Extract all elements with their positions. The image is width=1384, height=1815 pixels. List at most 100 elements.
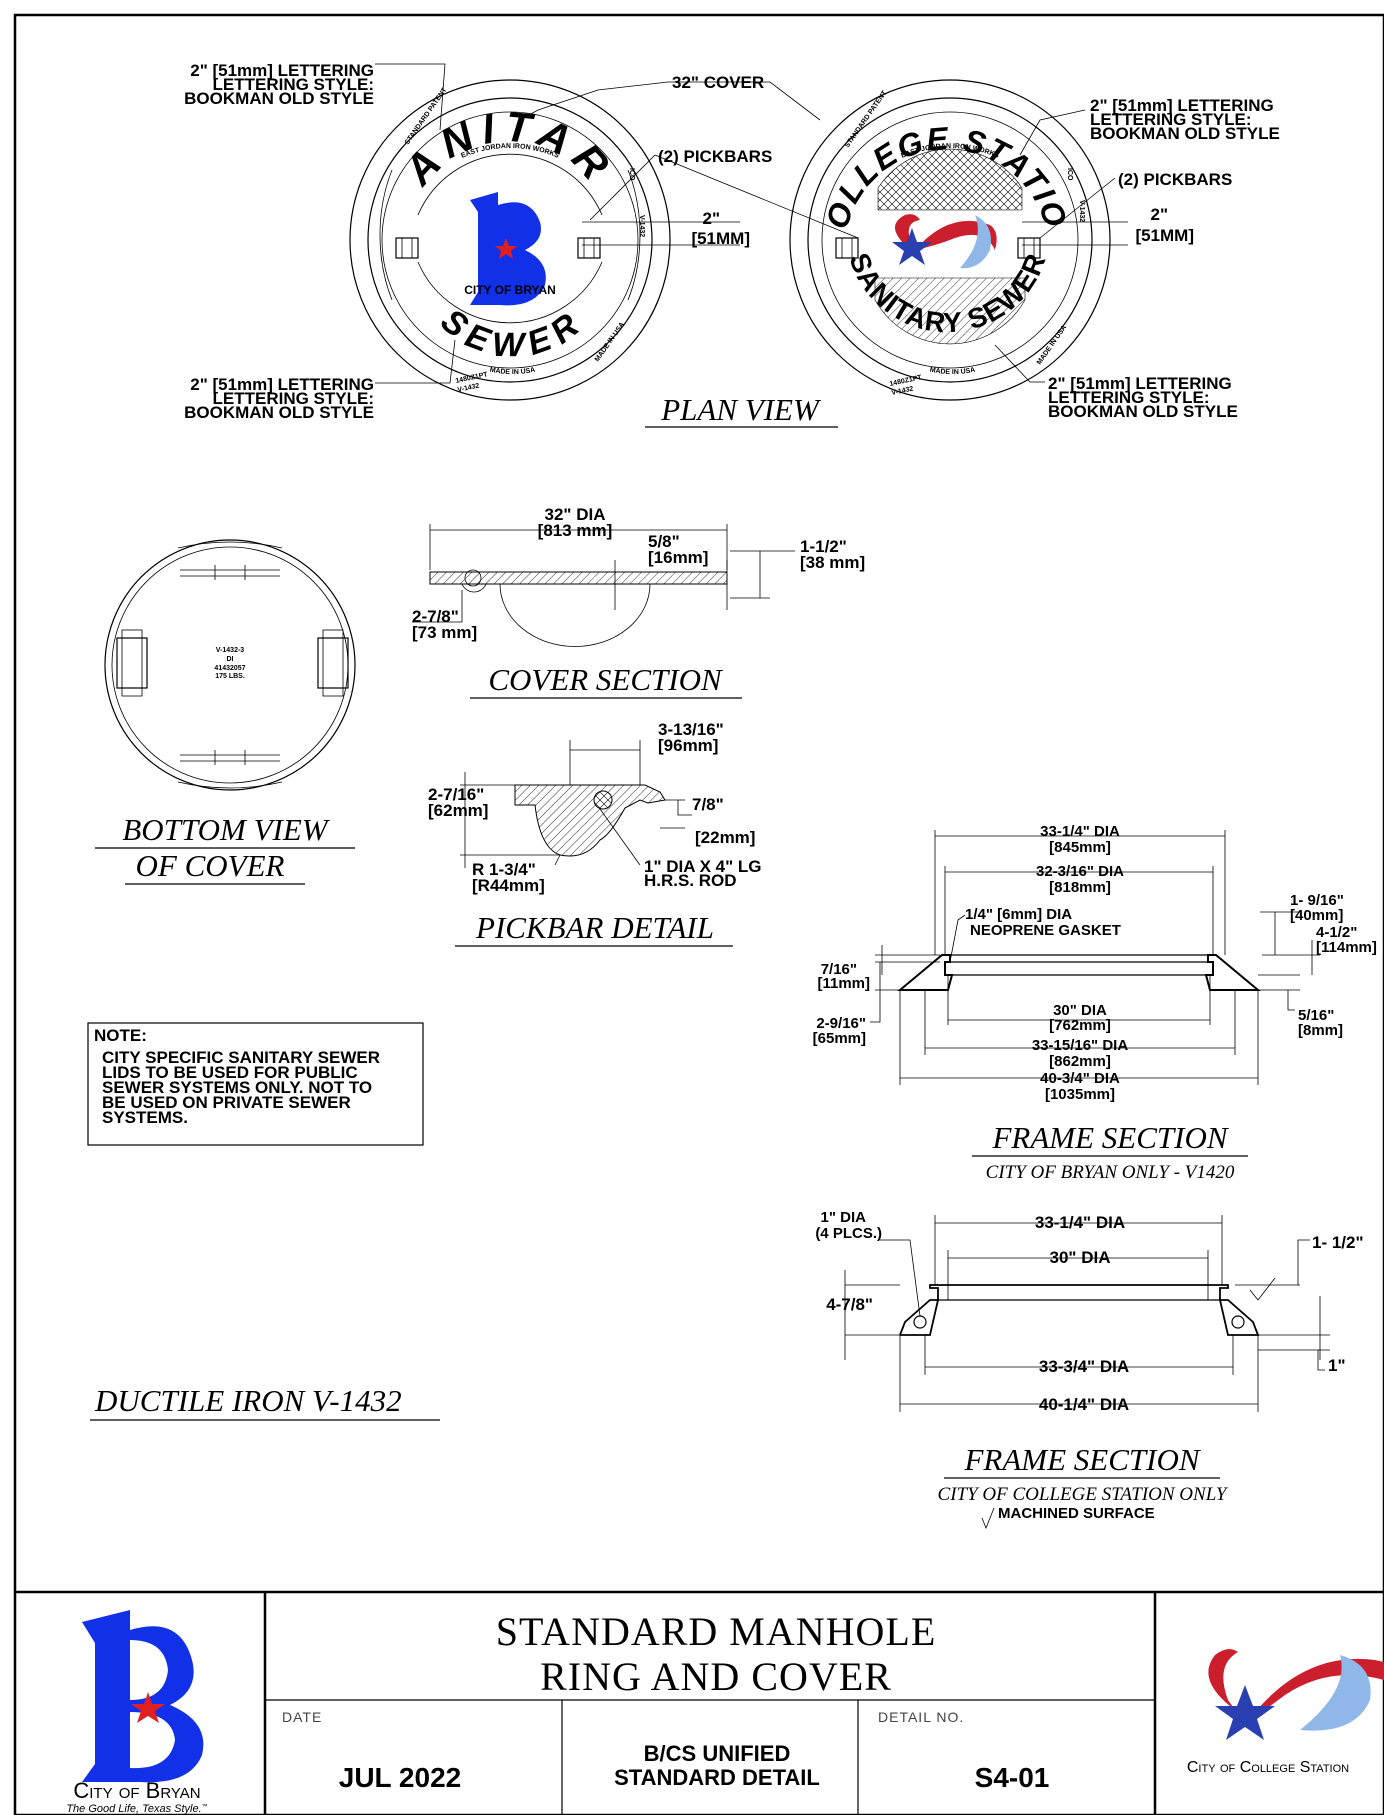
cover-thick-2: [16mm] (648, 548, 708, 567)
frame-section-bryan: 33-1/4" DIA [845mm] 32-3/16" DIA [818mm]… (813, 823, 1377, 1183)
frame-cs-d3: 33-3/4" DIA (1039, 1357, 1129, 1376)
cover-height-2: [38 mm] (800, 553, 865, 572)
cover-pick-1: 2-7/8" (412, 607, 459, 626)
pickbars-right: (2) PICKBARS (1118, 170, 1232, 189)
frame-b-lip-2: [11mm] (817, 975, 870, 992)
pickbar-rod-2: H.R.S. ROD (644, 871, 737, 890)
title-line-1: STANDARD MANHOLE (496, 1609, 937, 1654)
frame-b-d3-2: [762mm] (1049, 1017, 1111, 1034)
frame-b-d1-2: [845mm] (1049, 839, 1111, 856)
right-lettering-top-1: 2" [51mm] LETTERING (1090, 96, 1274, 115)
bryan-stamp-right: MADE IN USA (594, 321, 626, 363)
frame-b-h2-1: 4-1/2" (1316, 924, 1357, 941)
bryan-ico: ICO (628, 168, 635, 181)
note-line-5: SYSTEMS. (102, 1108, 188, 1127)
frame-b-d5-2: [1035mm] (1045, 1086, 1115, 1103)
cover-dia-1: 32" DIA (545, 505, 606, 524)
detail-caption: DETAIL NO. (878, 1709, 964, 1725)
frame-b-h3-2: [65mm] (813, 1030, 866, 1047)
frame-b-gasket-2: NEOPRENE GASKET (970, 922, 1121, 939)
cs-ico: ICO (1066, 168, 1073, 181)
frame-b-h1-1: 1- 9/16" (1290, 892, 1344, 909)
pickbar-radius-1: R 1-3/4" (472, 860, 536, 879)
bryan-title-name: City of Bryan (73, 1778, 200, 1803)
cover-section: 32" DIA [813 mm] 5/8" [16mm] 1-1/2" [38 … (412, 505, 865, 699)
pickbar-radius-2: [R44mm] (472, 876, 545, 895)
bottom-view-title-1: BOTTOM VIEW (122, 812, 330, 847)
pickbar-width-2: [96mm] (658, 736, 718, 755)
bryan-logo-icon (470, 192, 546, 306)
bryan-made-in: MADE IN USA (489, 367, 536, 376)
right-lettering-top-2: LETTERING STYLE: (1090, 110, 1252, 129)
bryan-arc-bottom: SEWER (434, 301, 592, 364)
right-lettering-bottom-2: LETTERING STYLE: (1048, 388, 1210, 407)
pickbar-title: PICKBAR DETAIL (475, 910, 714, 945)
cover-pick-2: [73 mm] (412, 623, 477, 642)
bryan-part: V-1432 (638, 215, 645, 237)
frame-b-h3-1: 2-9/16" (816, 1015, 866, 1032)
cs-made-in: MADE IN USA (929, 367, 976, 376)
frame-b-d2-2: [818mm] (1049, 879, 1111, 896)
bryan-cover: SANITARY SEWER EAST JORDAN IRON WORKS MA… (0, 0, 671, 401)
dim-right-2: [51MM] (1135, 226, 1194, 245)
frame-cs-h2: 4-7/8" (826, 1295, 873, 1314)
left-lettering-bottom-2: LETTERING STYLE: (213, 389, 375, 408)
cs-title-name: City of College Station (1187, 1759, 1349, 1776)
pickbar-lip-2: [22mm] (695, 828, 755, 847)
frame-b-title: FRAME SECTION (991, 1120, 1229, 1155)
dim-left-1: 2" (702, 209, 720, 228)
frame-b-d1-1: 33-1/4" DIA (1040, 823, 1120, 840)
frame-b-gasket-1: 1/4" [6mm] DIA (965, 906, 1072, 923)
frame-cs-subtitle: CITY OF COLLEGE STATION ONLY (938, 1484, 1229, 1505)
bottom-view: V-1432-3 DI 41432057 175 LBS. BOTTOM VIE… (95, 539, 356, 885)
title-block: City of Bryan The Good Life, Texas Style… (15, 1590, 1384, 1815)
note-line-4: BE USED ON PRIVATE SEWER (102, 1093, 351, 1112)
right-lettering-top-3: BOOKMAN OLD STYLE (1090, 124, 1280, 143)
stamp-line-3: 41432057 (214, 665, 245, 672)
plan-view: SANITARY SEWER EAST JORDAN IRON WORKS MA… (0, 0, 1280, 428)
left-lettering-top-1: 2" [51mm] LETTERING (190, 61, 374, 80)
left-lettering-bottom-1: 2" [51mm] LETTERING (190, 375, 374, 394)
detail-number: S4-01 (975, 1762, 1050, 1793)
frame-b-d5-1: 40-3/4" DIA (1040, 1070, 1120, 1087)
frame-b-lip-1: 7/16" (821, 961, 857, 978)
frame-cs-d1: 33-1/4" DIA (1035, 1213, 1125, 1232)
cs-title-logo-icon (1208, 1649, 1384, 1740)
pickbar-depth-2: [62mm] (428, 801, 488, 820)
bryan-title-logo-icon (82, 1610, 204, 1783)
stamp-line-4: 175 LBS. (215, 673, 245, 680)
date-caption: DATE (282, 1709, 322, 1725)
bryan-city-name: CITY OF BRYAN (464, 283, 556, 297)
pickbar-rod-1: 1" DIA X 4" LG (644, 857, 762, 876)
frame-cs-d2: 30" DIA (1050, 1248, 1111, 1267)
dim-right-1: 2" (1150, 205, 1168, 224)
cover-label: 32" COVER (672, 73, 764, 92)
frame-b-h2-2: [114mm] (1316, 939, 1377, 956)
standard-line-1: B/CS UNIFIED (644, 1741, 791, 1766)
pickbar-width-1: 3-13/16" (658, 720, 724, 739)
right-lettering-bottom-1: 2" [51mm] LETTERING (1048, 374, 1232, 393)
pickbar-lip-1: 7/8" (692, 795, 724, 814)
cs-part: V-1432 (1078, 200, 1085, 222)
date-value: JUL 2022 (339, 1762, 461, 1793)
note-line-1: CITY SPECIFIC SANITARY SEWER (102, 1048, 380, 1067)
frame-cs-title: FRAME SECTION (963, 1442, 1201, 1477)
bottom-view-title-2: OF COVER (136, 848, 285, 883)
frame-cs-d4: 40-1/4" DIA (1039, 1395, 1129, 1414)
bryan-code2: V-1432 (457, 382, 480, 393)
cs-code2: V-1432 (891, 385, 914, 396)
stamp-line-1: V-1432-3 (216, 647, 245, 654)
note-line-3: SEWER SYSTEMS ONLY. NOT TO (102, 1078, 372, 1097)
stamp-line-2: DI (227, 656, 234, 663)
left-lettering-bottom-3: BOOKMAN OLD STYLE (184, 403, 374, 422)
pickbars-left: (2) PICKBARS (658, 147, 772, 166)
frame-b-h4-1: 5/16" (1298, 1007, 1334, 1024)
dim-left-2: [51MM] (691, 229, 750, 248)
frame-cs-h3: 1" (1328, 1356, 1346, 1375)
sheet-border (13, 13, 1384, 1815)
plan-view-title: PLAN VIEW (660, 392, 822, 427)
cover-height-1: 1-1/2" (800, 537, 847, 556)
frame-b-d2-1: 32-3/16" DIA (1036, 863, 1124, 880)
bryan-tagline: The Good Life, Texas Style.™ (66, 1803, 207, 1815)
